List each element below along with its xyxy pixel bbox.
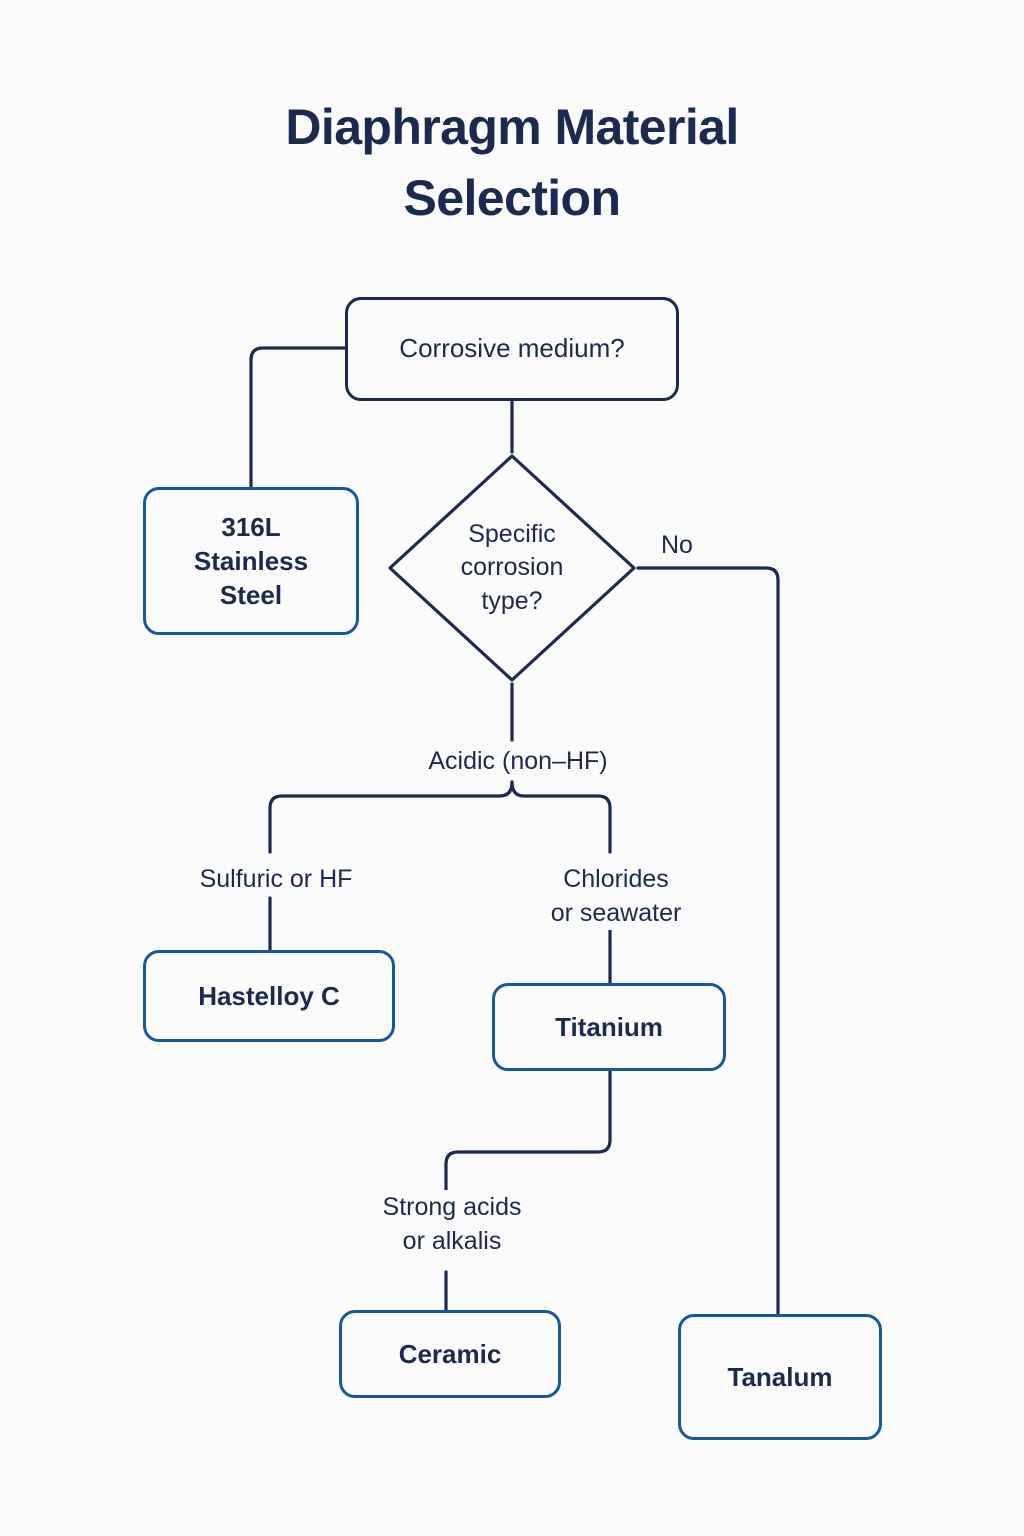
node-hastelloy-c[interactable]: Hastelloy C [143, 950, 395, 1042]
edge-no-to-tanalum [636, 566, 780, 1317]
node-decision-label: Specific corrosion type? [460, 520, 564, 615]
edge-label-no: No [655, 528, 699, 562]
edge-acidic-split-left [268, 780, 514, 854]
edge-corrosive-to-stainless [249, 346, 347, 491]
node-tanalum[interactable]: Tanalum [678, 1314, 882, 1440]
node-316l-stainless-steel[interactable]: 316L Stainless Steel [143, 487, 359, 635]
edge-acidic-split-right [510, 780, 612, 854]
page-title: Diaphragm Material Selection [285, 99, 739, 226]
node-ceramic[interactable]: Ceramic [339, 1310, 561, 1398]
edge-label-acidic-non-hf: Acidic (non–HF) [386, 744, 650, 778]
node-decision-corrosion-type[interactable]: Specific corrosion type? [386, 452, 638, 684]
edge-label-sulfuric-or-hf: Sulfuric or HF [150, 862, 402, 896]
edge-titanium-to-strong-acids [444, 1068, 612, 1194]
edge-label-chlorides-or-seawater: Chlorides or seawater [502, 862, 730, 930]
diamond-shape-icon [388, 454, 636, 682]
node-titanium[interactable]: Titanium [492, 983, 726, 1071]
node-corrosive-medium[interactable]: Corrosive medium? [345, 297, 679, 401]
edge-label-strong-acids-or-alkalis: Strong acids or alkalis [326, 1190, 578, 1258]
